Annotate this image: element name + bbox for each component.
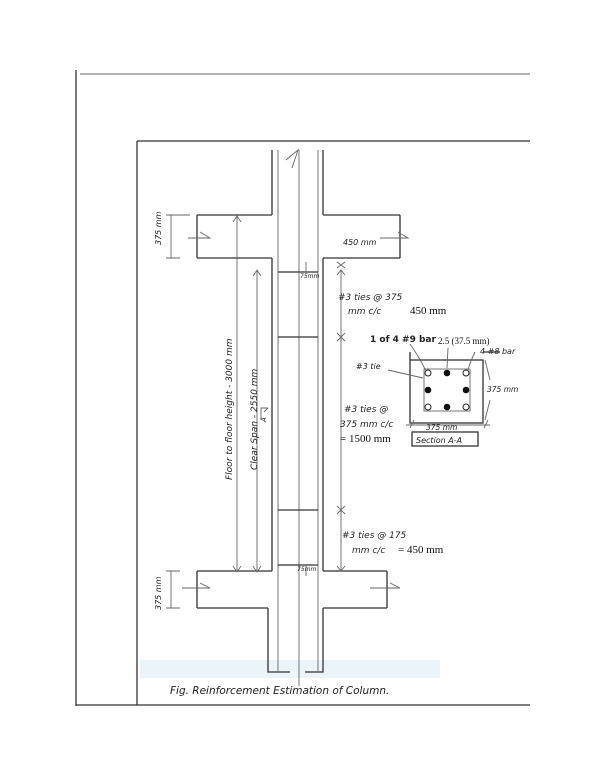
section-width-label: 375 mm	[426, 423, 457, 432]
rebar	[462, 386, 470, 394]
bottom-beam-depth: 375 mm	[154, 576, 163, 610]
section-outline	[409, 359, 484, 424]
ties-top-line1: #3 ties @ 375	[338, 293, 403, 303]
rebar	[424, 403, 432, 411]
scan-tint	[140, 660, 440, 678]
beam-width-label: 450 mm	[343, 238, 377, 247]
other-bars-label: 4 #8 bar	[480, 347, 516, 356]
rebar	[424, 386, 432, 394]
ties-top-line2: mm c/c	[348, 307, 381, 317]
section-a-a	[387, 343, 500, 447]
section-title: Section A-A	[416, 436, 462, 445]
bar-label: 1 of 4 #9 bar	[370, 335, 436, 345]
ties-top-line3: 450 mm	[410, 305, 447, 317]
section-tie	[423, 368, 471, 412]
figure-caption: Fig. Reinforcement Estimation of Column.	[170, 685, 389, 697]
rebar	[462, 369, 470, 377]
clear-span-label: Clear Span - 2550 mm	[250, 368, 260, 470]
section-title-box	[411, 431, 479, 447]
top-beam	[188, 214, 410, 259]
tie-label: #3 tie	[356, 362, 381, 371]
ties-mid-line2: 375 mm c/c	[340, 420, 393, 430]
rebar	[443, 369, 451, 377]
floor-height-label: Floor to floor height - 3000 mm	[225, 338, 235, 480]
ties-mid-line3: = 1500 mm	[340, 433, 391, 445]
top-cover-label: 75mm	[300, 273, 319, 280]
dimension-lines	[166, 214, 346, 609]
rebar	[424, 369, 432, 377]
section-mark: A	[260, 417, 268, 423]
ties-bot-line2: mm c/c	[352, 546, 385, 556]
rebar	[443, 403, 451, 411]
ties-mid-line1: #3 ties @	[344, 405, 388, 415]
rebar	[462, 403, 470, 411]
ties-bot-line1: #3 ties @ 175	[342, 531, 407, 541]
bottom-beam	[182, 570, 401, 609]
top-beam-depth: 375 mm	[154, 211, 163, 245]
cover-label: 2.5 (37.5 mm)	[438, 336, 490, 346]
column-elevation	[267, 148, 324, 686]
section-height-label: 375 mm	[487, 385, 518, 394]
bottom-cover-label: 75mm	[297, 566, 316, 573]
ties-bot-line3: = 450 mm	[398, 544, 444, 556]
